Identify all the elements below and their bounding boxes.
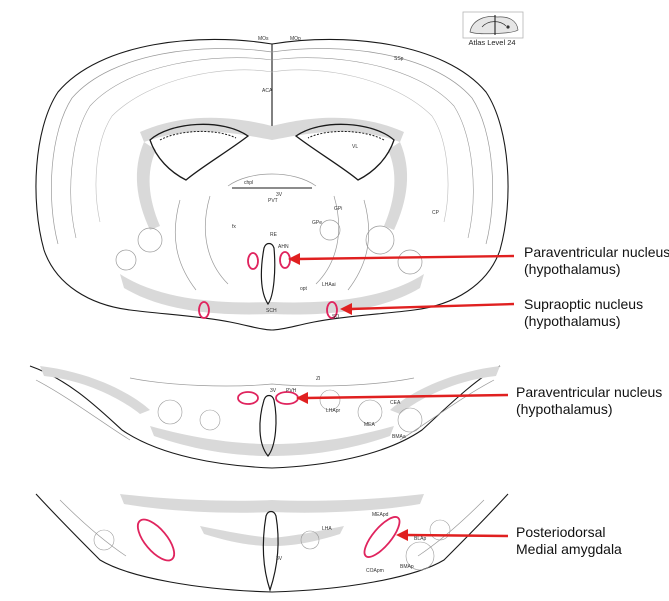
region-label: MOs xyxy=(258,36,269,42)
region-label: ZI xyxy=(316,376,320,382)
callout-paraventricular-middle: Paraventricular nucleus (hypothalamus) xyxy=(516,384,662,418)
callout-line-2: (hypothalamus) xyxy=(524,313,643,330)
region-label: RE xyxy=(270,232,278,238)
mepd-highlight-right xyxy=(359,512,405,562)
region-label: SO xyxy=(332,314,339,320)
region-label: SCH xyxy=(266,308,277,314)
fiber-tracts-lower xyxy=(120,494,424,546)
fiber-tracts-middle xyxy=(40,366,500,456)
arrow-posteriodorsal-amygdala xyxy=(396,529,508,541)
region-label: MEA xyxy=(364,422,376,428)
region-label: ACA xyxy=(262,88,273,94)
region-label: BMAp xyxy=(400,564,414,570)
region-label: VL xyxy=(352,144,358,150)
pvh-highlight-right-upper xyxy=(280,252,290,268)
region-label: 3V xyxy=(270,388,277,394)
atlas-thumbnail xyxy=(463,12,523,38)
region-label: PVT xyxy=(268,198,278,204)
third-ventricle-upper xyxy=(261,244,274,305)
callout-line-1: Posteriodorsal xyxy=(516,524,622,541)
region-label: LHAai xyxy=(322,282,336,288)
region-label: COApm xyxy=(366,568,384,574)
callout-line-2: (hypothalamus) xyxy=(524,261,669,278)
callout-supraoptic: Supraoptic nucleus (hypothalamus) xyxy=(524,296,643,330)
region-label: CEA xyxy=(390,400,401,406)
region-label: fx xyxy=(232,224,236,230)
region-label: chpl xyxy=(244,180,253,186)
atlas-level-label: Atlas Level 24 xyxy=(452,38,532,47)
mepd-highlight-left xyxy=(132,514,181,566)
region-label: MOp xyxy=(290,36,301,42)
callout-paraventricular-upper: Paraventricular nucleus (hypothalamus) xyxy=(524,244,669,278)
region-label: LHApr xyxy=(326,408,341,414)
region-label: SSp xyxy=(394,56,404,62)
region-label: BMAa xyxy=(392,434,406,440)
callout-line-2: Medial amygdala xyxy=(516,541,622,558)
region-label: MEApd xyxy=(372,512,389,518)
coronal-section-upper xyxy=(36,39,508,330)
fiber-tracts-upper xyxy=(120,118,424,315)
callout-line-1: Paraventricular nucleus xyxy=(516,384,662,401)
region-label: LHA xyxy=(322,526,332,532)
region-label: GPe xyxy=(312,220,322,226)
callout-line-1: Supraoptic nucleus xyxy=(524,296,643,313)
region-label: AHN xyxy=(278,244,289,250)
subcortical-lines-upper xyxy=(116,174,422,290)
region-label: PVH xyxy=(286,388,297,394)
region-label: BLAp xyxy=(414,536,426,542)
pvh-highlight-left-middle xyxy=(238,392,258,404)
region-label: CP xyxy=(432,210,440,216)
third-ventricle-lower xyxy=(263,512,278,591)
callout-line-2: (hypothalamus) xyxy=(516,401,662,418)
callout-line-1: Paraventricular nucleus xyxy=(524,244,669,261)
arrow-paraventricular-upper xyxy=(288,253,514,265)
region-label: 3V xyxy=(276,192,283,198)
region-label: opt xyxy=(300,286,308,292)
region-label: GPi xyxy=(334,206,342,212)
region-label: 3V xyxy=(276,556,283,562)
pvh-highlight-left-upper xyxy=(248,253,258,269)
callout-posteriodorsal-amygdala: Posteriodorsal Medial amygdala xyxy=(516,524,622,558)
